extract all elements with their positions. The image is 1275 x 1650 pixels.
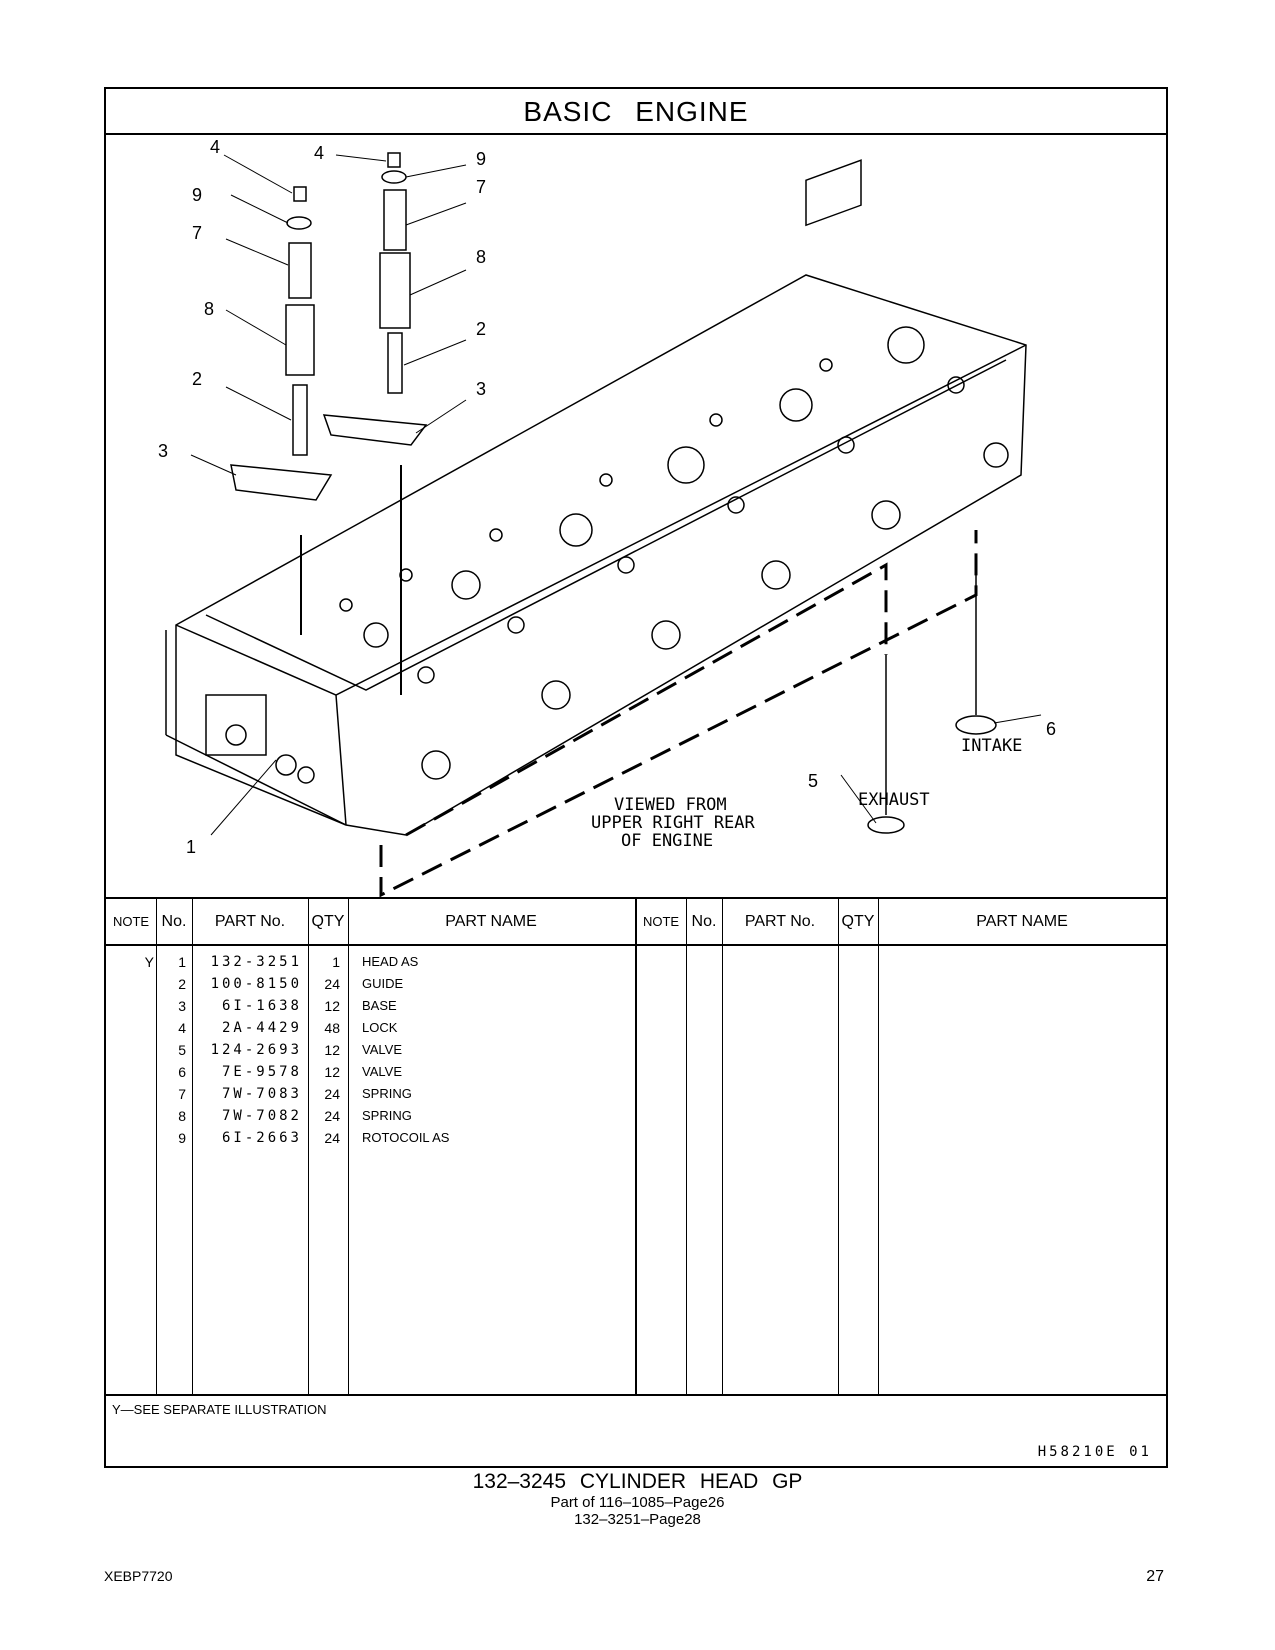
header-partno-left: PART No. xyxy=(214,913,286,930)
part-of-reference: Part of 116–1085–Page26 xyxy=(550,1494,725,1511)
document-id: XEBP7720 xyxy=(104,1568,173,1584)
callout-6: 6 xyxy=(1046,719,1056,739)
callout-9a: 9 xyxy=(192,185,202,205)
callout-5: 5 xyxy=(808,771,818,791)
col-divider xyxy=(192,899,193,1396)
exhaust-label: EXHAUST xyxy=(858,790,930,810)
row-part-name: LOCK xyxy=(362,1020,398,1035)
row-no: 4 xyxy=(178,1020,186,1036)
table-row: Y 1 132-3251 1 HEAD AS xyxy=(106,951,636,973)
row-part-no: 7W-7082 xyxy=(221,1108,302,1124)
row-qty: 24 xyxy=(324,1108,340,1124)
callout-4b: 4 xyxy=(314,143,324,163)
illustration-code: H58210E 01 xyxy=(1037,1444,1152,1460)
row-part-name: VALVE xyxy=(362,1064,402,1079)
table-row: 8 7W-7082 24 SPRING xyxy=(106,1105,636,1127)
header-partname-left: PART NAME xyxy=(445,913,537,930)
row-no: 1 xyxy=(178,954,186,970)
table-row: 2 100-8150 24 GUIDE xyxy=(106,973,636,995)
callout-3b: 3 xyxy=(476,379,486,399)
header-no-right: No. xyxy=(691,913,717,930)
table-header: NOTE No. PART No. QTY PART NAME NOTE No.… xyxy=(106,899,1166,946)
row-no: 5 xyxy=(178,1042,186,1058)
row-qty: 24 xyxy=(324,1130,340,1146)
callout-7b: 7 xyxy=(476,177,486,197)
row-qty: 12 xyxy=(324,1064,340,1080)
header-qty-right: QTY xyxy=(841,913,875,930)
header-qty-left: QTY xyxy=(311,913,345,930)
callout-3a: 3 xyxy=(158,441,168,461)
header-note-left: NOTE xyxy=(112,914,150,929)
row-part-name: SPRING xyxy=(362,1086,412,1101)
parts-table: NOTE No. PART No. QTY PART NAME NOTE No.… xyxy=(106,897,1166,1396)
row-no: 8 xyxy=(178,1108,186,1124)
table-row: 6 7E-9578 12 VALVE xyxy=(106,1061,636,1083)
header-note-right: NOTE xyxy=(642,914,680,929)
row-part-no: 2A-4429 xyxy=(221,1020,302,1036)
row-qty: 24 xyxy=(324,976,340,992)
row-qty: 1 xyxy=(332,954,340,970)
row-part-no: 7W-7083 xyxy=(221,1086,302,1102)
viewed-from-line3: OF ENGINE xyxy=(621,831,713,851)
group-title: 132–3245 CYLINDER HEAD GP xyxy=(472,1470,803,1493)
intake-label: INTAKE xyxy=(961,736,1022,756)
cylinder-head-drawing: 4 4 9 9 7 7 8 8 2 2 3 3 1 5 6 INTAKE EXH… xyxy=(158,137,1056,897)
row-part-name: VALVE xyxy=(362,1042,402,1057)
col-divider-center xyxy=(635,899,637,1396)
col-divider xyxy=(838,899,839,1396)
table-row: 9 6I-2663 24 ROTOCOIL AS xyxy=(106,1127,636,1149)
col-divider xyxy=(156,899,157,1396)
viewed-from-line2: UPPER RIGHT REAR xyxy=(591,813,756,833)
row-part-no: 124-2693 xyxy=(210,1042,302,1058)
header-partname-right: PART NAME xyxy=(976,913,1068,930)
col-divider xyxy=(348,899,349,1396)
row-no: 6 xyxy=(178,1064,186,1080)
col-divider xyxy=(686,899,687,1396)
callout-8b: 8 xyxy=(476,247,486,267)
footnote: Y—SEE SEPARATE ILLUSTRATION xyxy=(112,1402,327,1417)
table-row: 5 124-2693 12 VALVE xyxy=(106,1039,636,1061)
row-qty: 12 xyxy=(324,998,340,1014)
col-divider xyxy=(722,899,723,1396)
row-part-name: HEAD AS xyxy=(362,954,419,969)
section-title: BASIC ENGINE xyxy=(106,89,1166,135)
row-part-name: SPRING xyxy=(362,1108,412,1123)
row-note: Y xyxy=(144,954,154,970)
row-qty: 24 xyxy=(324,1086,340,1102)
row-no: 2 xyxy=(178,976,186,992)
table-footer: Y—SEE SEPARATE ILLUSTRATION H58210E 01 xyxy=(106,1394,1166,1470)
row-part-no: 6I-2663 xyxy=(221,1130,302,1146)
row-part-no: 100-8150 xyxy=(210,976,302,992)
callout-2a: 2 xyxy=(192,369,202,389)
table-row: 3 6I-1638 12 BASE xyxy=(106,995,636,1017)
callout-4a: 4 xyxy=(210,137,220,157)
row-no: 7 xyxy=(178,1086,186,1102)
row-no: 9 xyxy=(178,1130,186,1146)
col-divider xyxy=(308,899,309,1396)
header-partno-right: PART No. xyxy=(744,913,816,930)
row-no: 3 xyxy=(178,998,186,1014)
header-no-left: No. xyxy=(161,913,187,930)
callout-7a: 7 xyxy=(192,223,202,243)
callout-8a: 8 xyxy=(204,299,214,319)
callout-2b: 2 xyxy=(476,319,486,339)
page-number: 27 xyxy=(1146,1568,1164,1585)
callout-9b: 9 xyxy=(476,149,486,169)
exploded-illustration: 4 4 9 9 7 7 8 8 2 2 3 3 1 5 6 INTAKE EXH… xyxy=(106,135,1166,897)
row-part-name: BASE xyxy=(362,998,397,1013)
row-part-no: 6I-1638 xyxy=(221,998,302,1014)
table-row: 4 2A-4429 48 LOCK xyxy=(106,1017,636,1039)
row-part-name: ROTOCOIL AS xyxy=(362,1130,450,1145)
page-reference: 132–3251–Page28 xyxy=(574,1511,701,1528)
row-qty: 48 xyxy=(324,1020,340,1036)
col-divider xyxy=(878,899,879,1396)
row-part-no: 7E-9578 xyxy=(221,1064,302,1080)
callout-1: 1 xyxy=(186,837,196,857)
table-row: 7 7W-7083 24 SPRING xyxy=(106,1083,636,1105)
parts-page-frame: BASIC ENGINE xyxy=(104,87,1168,1468)
row-part-name: GUIDE xyxy=(362,976,404,991)
viewed-from-line1: VIEWED FROM xyxy=(614,795,727,815)
row-part-no: 132-3251 xyxy=(210,954,302,970)
row-qty: 12 xyxy=(324,1042,340,1058)
